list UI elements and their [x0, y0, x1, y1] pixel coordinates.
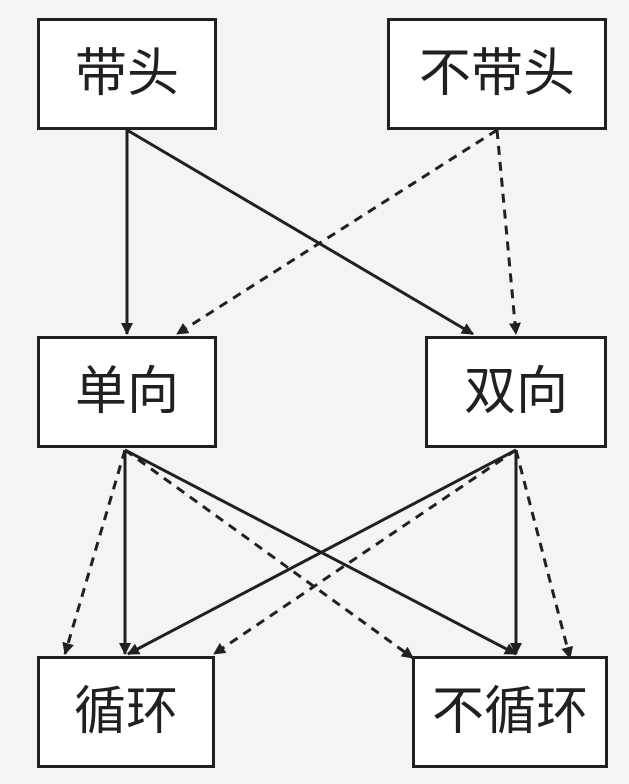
node-circular: 循环	[37, 656, 215, 768]
edge-doubly-to-non-circular-dashed	[514, 449, 574, 659]
node-doubly: 双向	[425, 336, 607, 448]
edges-layer	[62, 128, 574, 660]
edge-with-head-to-doubly-solid	[126, 128, 474, 336]
edge-doubly-to-circular-solid	[127, 448, 517, 656]
node-singly-label: 单向	[74, 362, 179, 422]
node-circular-label: 循环	[73, 682, 178, 742]
node-with-head: 带头	[37, 18, 217, 130]
edge-without-head-to-doubly-dashed	[495, 129, 521, 335]
node-non-circular-label: 不循环	[431, 682, 588, 742]
edge-singly-to-non-circular-dashed	[124, 448, 414, 660]
node-with-head-label: 带头	[74, 44, 179, 104]
node-without-head: 不带头	[387, 18, 607, 130]
edge-without-head-to-singly-dashed	[176, 128, 498, 336]
edge-singly-to-circular-dashed	[62, 449, 127, 655]
node-without-head-label: 不带头	[418, 44, 575, 104]
node-doubly-label: 双向	[463, 362, 568, 422]
node-non-circular: 不循环	[412, 656, 608, 768]
node-singly: 单向	[37, 336, 217, 448]
edge-doubly-to-circular-dashed	[213, 448, 517, 656]
